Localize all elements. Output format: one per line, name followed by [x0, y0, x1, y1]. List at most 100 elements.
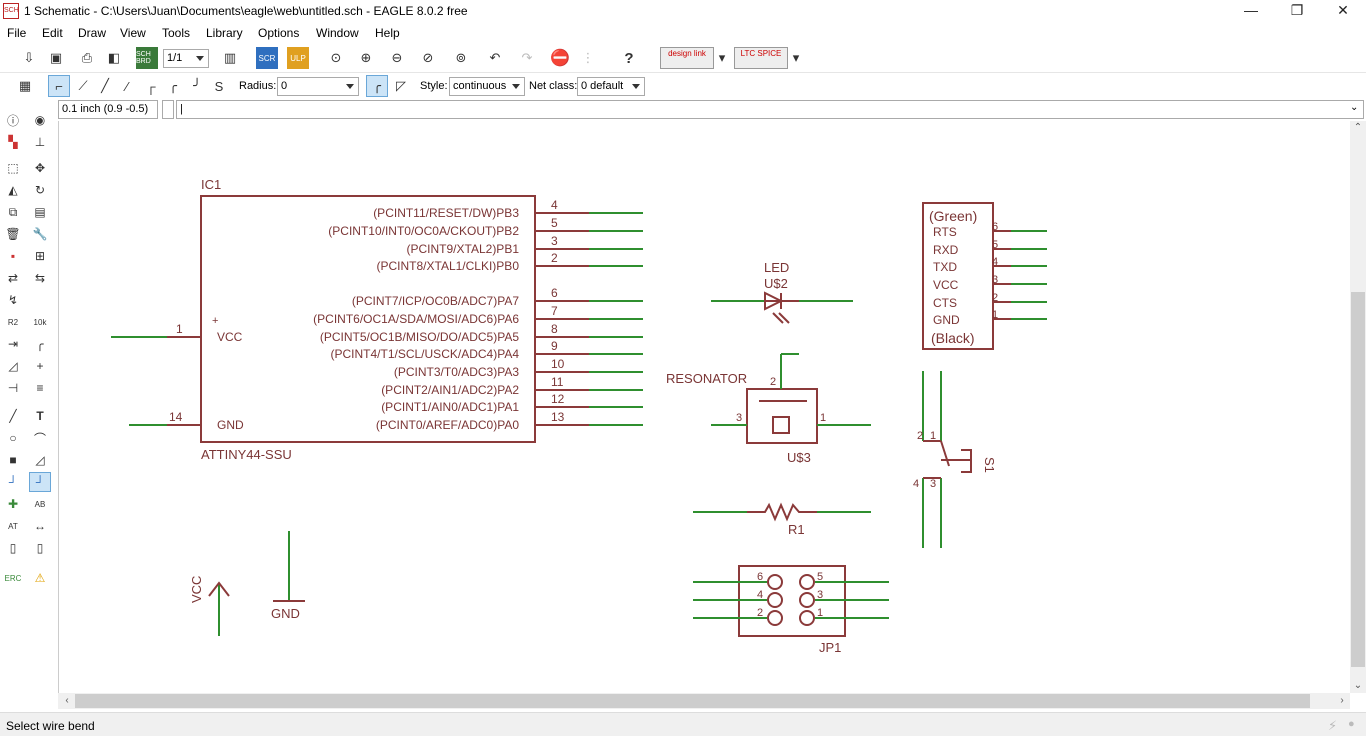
sch-brd-switch-button[interactable]: SCH BRD — [136, 47, 158, 69]
open-icon[interactable]: ⇩ — [23, 50, 35, 65]
erc-icon[interactable]: ERC — [4, 573, 22, 583]
zoom-in-icon[interactable]: ⊕ — [360, 50, 372, 65]
mirror-icon[interactable]: ◭ — [8, 183, 18, 197]
text-icon[interactable]: T — [36, 409, 44, 423]
miter-round-icon[interactable]: ╭ — [366, 75, 388, 97]
menu-file[interactable]: File — [7, 26, 27, 40]
scroll-down-icon[interactable]: ⌄ — [1353, 680, 1363, 691]
led-symbol[interactable] — [764, 291, 784, 311]
arc-icon[interactable]: ⌒ — [33, 431, 46, 446]
join-icon[interactable]: + — [36, 359, 44, 373]
info-icon[interactable]: ⓘ — [6, 113, 19, 128]
wire-bend-3-icon[interactable]: ∕ — [125, 78, 129, 94]
miter-straight-icon[interactable]: ◸ — [396, 78, 406, 93]
go-icon[interactable]: ⋮ — [581, 50, 595, 65]
jp1-pad[interactable] — [799, 592, 815, 608]
warning-icon[interactable]: ⚠ — [34, 571, 46, 585]
command-history-button[interactable] — [162, 100, 174, 119]
net-class-select[interactable]: 0 default — [577, 77, 645, 96]
frame-icon[interactable]: ▯ — [9, 541, 17, 555]
polygon-icon[interactable]: ◿ — [35, 453, 45, 467]
schematic-canvas[interactable]: IC1 ATTINY44-SSU 1 VCC + 14 GND (PCINT11… — [58, 121, 1350, 693]
jp1-pad[interactable] — [767, 574, 783, 590]
command-line-input[interactable]: | — [176, 100, 1364, 119]
jp1-pad[interactable] — [799, 610, 815, 626]
menu-edit[interactable]: Edit — [42, 26, 63, 40]
style-select[interactable]: continuous — [449, 77, 525, 96]
menu-tools[interactable]: Tools — [162, 26, 191, 40]
replace-icon[interactable]: ⊞ — [34, 249, 46, 263]
rectangle-icon[interactable]: ■ — [9, 453, 17, 467]
move-icon[interactable]: ✥ — [34, 161, 46, 175]
ltspice-button[interactable]: LTC SPICE — [734, 47, 788, 69]
circle-icon[interactable]: ○ — [9, 431, 17, 445]
stop-icon[interactable]: ⛔ — [550, 50, 570, 67]
split-wire-icon[interactable]: ◿ — [8, 359, 18, 373]
net-icon[interactable]: ┘ — [29, 472, 51, 492]
invoke-icon[interactable]: ↯ — [7, 293, 19, 307]
jp1-pad[interactable] — [767, 610, 783, 626]
minimize-button[interactable]: — — [1244, 2, 1258, 18]
menu-help[interactable]: Help — [375, 26, 400, 40]
sheet-select[interactable]: 1/1 — [163, 49, 209, 68]
radius-input[interactable]: 0 — [277, 77, 359, 96]
junction-icon[interactable]: ✚ — [7, 497, 19, 511]
vcc-supply-symbol[interactable] — [208, 581, 230, 597]
designlink-button[interactable]: design link — [660, 47, 714, 69]
wire-bend-0-icon[interactable]: ⌐ — [48, 75, 70, 97]
horizontal-scroll-thumb[interactable] — [75, 694, 1310, 708]
smash-icon[interactable]: ⇥ — [7, 337, 19, 351]
menu-options[interactable]: Options — [258, 26, 300, 40]
print-icon[interactable]: ⎙ — [81, 50, 93, 65]
display-layers-icon[interactable]: ▚ — [8, 135, 18, 149]
close-button[interactable]: ✕ — [1337, 2, 1349, 18]
ftdi-body[interactable] — [922, 202, 994, 350]
split-icon[interactable] — [29, 290, 51, 310]
help-icon[interactable]: ? — [624, 49, 634, 67]
paste-icon[interactable]: ▤ — [34, 205, 46, 219]
use-library-icon[interactable]: ▥ — [223, 50, 237, 65]
wire-bend-1-icon[interactable]: ⟋ — [78, 78, 88, 93]
zoom-fit-icon[interactable]: ⊙ — [330, 50, 342, 65]
r1-symbol[interactable] — [747, 502, 817, 522]
value-icon[interactable]: 10k — [33, 317, 47, 327]
ulp-button[interactable]: ULP — [287, 47, 309, 69]
copy-icon[interactable]: ⧉ — [8, 204, 18, 219]
jp1-pad[interactable] — [799, 574, 815, 590]
name-icon[interactable]: R2 — [7, 317, 19, 327]
menu-library[interactable]: Library — [206, 26, 243, 40]
delete-icon[interactable]: 🗑 — [5, 227, 21, 241]
jp1-pad[interactable] — [767, 592, 783, 608]
attribute-icon[interactable]: ≡ — [36, 381, 44, 395]
scroll-up-icon[interactable]: ⌃ — [1353, 122, 1363, 133]
zoom-out-icon[interactable]: ⊖ — [391, 50, 403, 65]
mark-icon[interactable]: ⊥ — [34, 135, 46, 149]
pin-swap-icon[interactable]: ⇆ — [34, 271, 46, 285]
wire-bend-7-icon[interactable]: S — [214, 78, 224, 94]
wire-bend-6-icon[interactable]: ╯ — [193, 78, 201, 93]
redo-icon[interactable]: ↷ — [521, 50, 533, 65]
add-part-icon[interactable]: ▪ — [10, 249, 16, 263]
zoom-redraw-icon[interactable]: ⊚ — [455, 50, 467, 65]
zoom-select-icon[interactable]: ⊘ — [422, 50, 434, 65]
wire-bend-2-icon[interactable]: ╱ — [101, 78, 109, 93]
undo-icon[interactable]: ↶ — [489, 50, 501, 65]
rotate-icon[interactable]: ↻ — [34, 183, 46, 197]
wire-bend-4-icon[interactable]: ┌ — [146, 78, 156, 94]
chevron-down-icon[interactable]: ▾ — [792, 50, 800, 65]
chevron-down-icon[interactable]: ▾ — [718, 50, 726, 65]
chevron-down-icon[interactable]: ⌄ — [1350, 102, 1359, 113]
vertical-scroll-thumb[interactable] — [1351, 292, 1365, 667]
miter-icon[interactable]: ╭ — [36, 337, 44, 351]
cam-icon[interactable]: ◧ — [107, 50, 121, 65]
wrench-icon[interactable]: 🔧 — [32, 227, 48, 241]
line-icon[interactable]: ╱ — [9, 409, 17, 423]
label-icon[interactable]: AB — [34, 499, 46, 509]
menu-window[interactable]: Window — [316, 26, 359, 40]
dimension-icon[interactable]: ↔ — [34, 519, 46, 533]
s1-lever[interactable] — [940, 440, 950, 467]
script-button[interactable]: SCR — [256, 47, 278, 69]
optimize-icon[interactable]: ⊣ — [7, 381, 19, 395]
grid-icon[interactable]: ▦ — [18, 78, 32, 93]
move-select-icon[interactable]: ⬚ — [7, 161, 19, 175]
